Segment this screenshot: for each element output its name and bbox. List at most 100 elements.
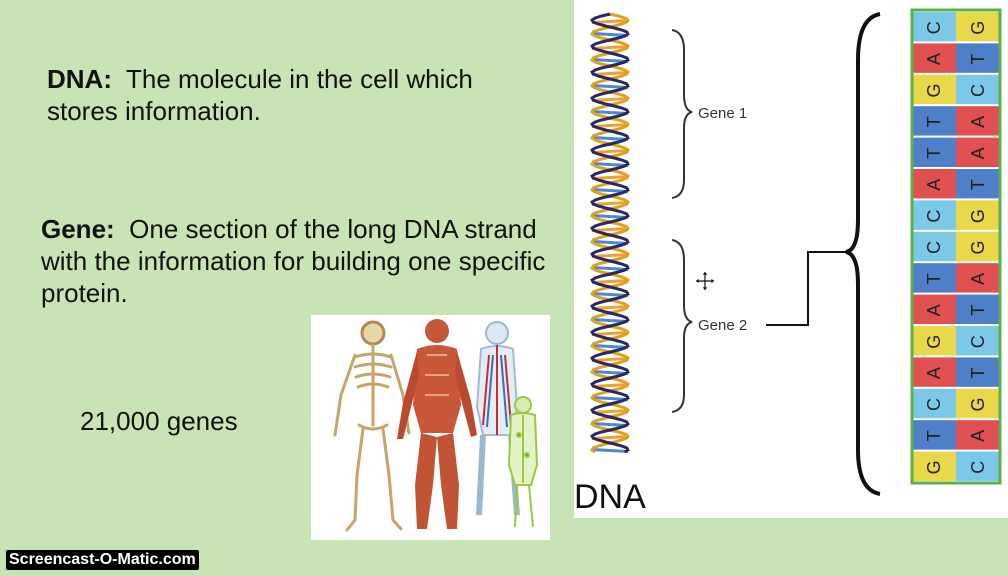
helix-rung xyxy=(591,370,629,375)
dna-definition: DNA: The molecule in the cell which stor… xyxy=(47,63,547,127)
base-letter: C xyxy=(924,21,944,34)
base-letter: T xyxy=(924,430,944,441)
base-letter: G xyxy=(968,209,988,223)
helix-rung xyxy=(591,97,629,102)
helix-rung xyxy=(591,435,629,440)
base-cell xyxy=(956,326,1000,356)
base-letter: G xyxy=(968,21,988,35)
base-cell xyxy=(912,74,956,105)
base-letter: C xyxy=(968,335,988,348)
base-cell xyxy=(912,43,956,73)
helix-backbone xyxy=(590,12,630,454)
helix-rung xyxy=(591,344,629,349)
human-body-illustration xyxy=(311,315,550,540)
gene2-label: Gene 2 xyxy=(698,317,748,334)
base-letter: G xyxy=(924,460,944,474)
base-cell xyxy=(956,74,1000,105)
base-cell xyxy=(956,169,1000,199)
base-letter: A xyxy=(924,367,944,379)
helix-rung xyxy=(591,305,629,310)
helix-rung xyxy=(591,357,629,362)
base-cell xyxy=(912,357,956,387)
base-letter: A xyxy=(968,430,988,442)
base-cell xyxy=(956,12,1000,42)
base-letter: A xyxy=(968,147,988,159)
dna-helix xyxy=(590,12,630,454)
dna-label: DNA xyxy=(574,478,646,516)
helix-rung xyxy=(591,266,629,271)
helix-rung xyxy=(591,331,629,336)
helix-rung xyxy=(591,123,629,128)
base-letter: T xyxy=(968,54,988,65)
helix-backbone xyxy=(590,12,630,454)
helix-rung xyxy=(591,45,629,50)
base-cell xyxy=(956,43,1000,73)
base-cell xyxy=(912,106,956,136)
base-cell xyxy=(912,294,956,324)
base-letter: A xyxy=(924,179,944,191)
helix-rung xyxy=(591,448,629,453)
base-cell xyxy=(956,231,1000,262)
base-cell xyxy=(956,357,1000,387)
muscle-figure xyxy=(397,319,477,529)
base-cell xyxy=(912,388,956,419)
base-letter: C xyxy=(968,84,988,97)
base-letter: G xyxy=(968,397,988,411)
base-cell xyxy=(912,326,956,356)
helix-rung xyxy=(591,227,629,232)
dna-term: DNA: xyxy=(47,64,112,94)
gene2-connector xyxy=(766,251,850,326)
base-cell xyxy=(956,294,1000,324)
helix-rung xyxy=(591,110,629,115)
watermark: Screencast-O-Matic.com xyxy=(6,550,199,570)
dna-text: The molecule in the cell which stores in… xyxy=(47,64,473,126)
base-letter: C xyxy=(924,210,944,223)
base-letter: A xyxy=(968,116,988,128)
base-letter: G xyxy=(924,335,944,349)
helix-rung xyxy=(591,32,629,37)
helix-rung xyxy=(591,136,629,141)
base-cell xyxy=(956,200,1000,230)
base-cell xyxy=(912,12,956,42)
helix-rung xyxy=(591,162,629,167)
helix-rung xyxy=(591,240,629,245)
gene-term: Gene: xyxy=(41,214,115,244)
helix-rung xyxy=(591,71,629,76)
base-cell xyxy=(912,169,956,199)
base-letter: T xyxy=(924,148,944,159)
base-cell xyxy=(956,263,1000,293)
base-letter: C xyxy=(924,241,944,254)
sequence-frame xyxy=(910,8,1002,485)
helix-rung xyxy=(591,253,629,258)
base-cell xyxy=(912,231,956,262)
sequence-brace xyxy=(845,12,881,496)
helix-rung xyxy=(591,175,629,180)
helix-rung xyxy=(591,292,629,297)
helix-rung xyxy=(591,84,629,89)
helix-rung xyxy=(591,149,629,154)
base-cell xyxy=(956,451,1000,481)
gene1-brace xyxy=(671,29,693,199)
helix-rung xyxy=(591,383,629,388)
helix-rung xyxy=(591,214,629,219)
base-letter: T xyxy=(968,305,988,316)
base-cell xyxy=(956,420,1000,450)
base-letter: C xyxy=(924,398,944,411)
helix-rung xyxy=(591,201,629,206)
gene2-brace xyxy=(671,239,693,413)
base-cell xyxy=(956,106,1000,136)
move-cursor-icon xyxy=(694,270,716,292)
gene-text: One section of the long DNA strand with … xyxy=(41,214,546,308)
base-letter: T xyxy=(924,273,944,284)
base-letter: T xyxy=(968,368,988,379)
base-cell xyxy=(912,200,956,230)
base-letter: T xyxy=(924,116,944,127)
helix-rung xyxy=(591,318,629,323)
base-letter: A xyxy=(924,304,944,316)
helix-rung xyxy=(591,279,629,284)
base-letter: C xyxy=(968,461,988,474)
base-cell xyxy=(912,137,956,167)
